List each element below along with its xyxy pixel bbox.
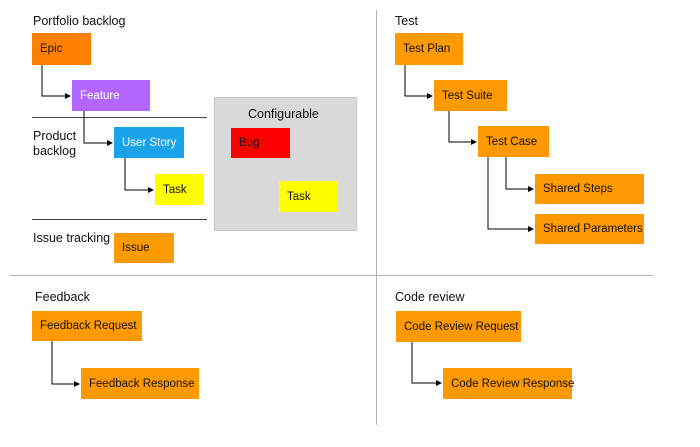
connector-testcase-sharedparams — [487, 157, 534, 232]
connector-testcase-sharedsteps — [505, 157, 534, 192]
section-product-backlog: Product backlog — [33, 129, 77, 158]
connector-userstory-task — [124, 158, 154, 193]
shared-steps-box[interactable]: Shared Steps — [535, 174, 644, 204]
configurable-task-box[interactable]: Task — [279, 181, 338, 212]
test-plan-box[interactable]: Test Plan — [395, 33, 463, 65]
feature-box[interactable]: Feature — [72, 80, 150, 111]
test-case-box[interactable]: Test Case — [478, 126, 549, 157]
task-box[interactable]: Task — [155, 174, 204, 205]
connector-testsuite-testcase — [448, 111, 477, 145]
feedback-request-box[interactable]: Feedback Request — [32, 311, 142, 341]
code-review-request-box[interactable]: Code Review Request — [396, 311, 521, 342]
issue-box[interactable]: Issue — [114, 233, 174, 263]
section-feedback: Feedback — [35, 290, 90, 304]
epic-box[interactable]: Epic — [32, 33, 91, 65]
connector-epic-feature — [41, 65, 71, 99]
test-suite-box[interactable]: Test Suite — [434, 80, 507, 111]
code-review-response-box[interactable]: Code Review Response — [443, 368, 574, 399]
section-portfolio-backlog: Portfolio backlog — [33, 14, 126, 28]
section-issue-tracking: Issue tracking — [33, 231, 111, 245]
connector-feedback — [51, 341, 80, 387]
connector-codereview — [411, 342, 442, 386]
configurable-panel-title: Configurable — [248, 107, 319, 121]
user-story-box[interactable]: User Story — [114, 127, 184, 158]
section-code-review: Code review — [395, 290, 465, 304]
connector-testplan-testsuite — [404, 65, 433, 99]
connector-feature-userstory — [83, 111, 113, 146]
bug-box[interactable]: Bug — [231, 128, 290, 158]
feedback-response-box[interactable]: Feedback Response — [81, 368, 199, 399]
shared-parameters-box[interactable]: Shared Parameters — [535, 214, 644, 244]
section-test: Test — [395, 14, 418, 28]
